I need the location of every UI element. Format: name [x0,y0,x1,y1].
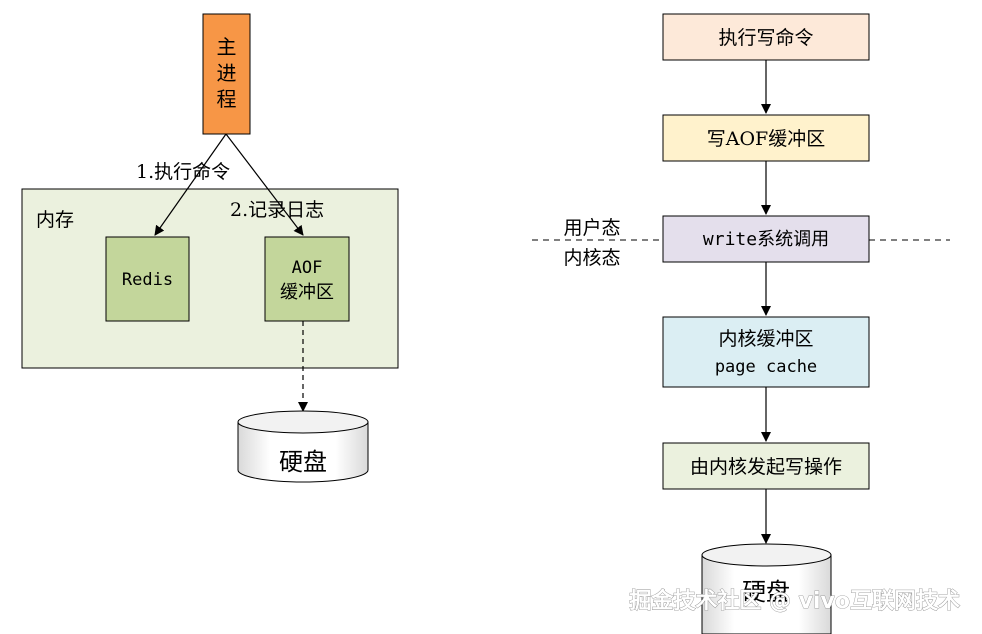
main-process-box [202,13,251,135]
aof-buffer-label-1: AOF [292,258,323,278]
kernel-buffer-label-1: 内核缓冲区 [718,328,813,350]
right-disk-label: 硬盘 [742,578,790,606]
write-aof-label: 写AOF缓冲区 [707,128,825,150]
aof-buffer-label-2: 缓冲区 [280,282,334,303]
arrow-record-log [225,133,304,236]
redis-box [105,236,190,322]
arrow-exec-command [154,133,227,236]
right-disk: 硬盘 [701,543,832,634]
watermark: 掘金技术社区 @ vivo互联网技术 [629,588,960,614]
left-disk-label: 硬盘 [279,448,327,476]
exec-write-label: 执行写命令 [718,27,813,49]
kernel-write-label: 由内核发起写操作 [690,456,842,478]
kernel-write-box [662,442,870,490]
step1-label: 1.执行命令 [136,161,230,183]
redis-label: Redis [122,270,173,290]
step2-label: 2.记录日志 [230,199,324,221]
aof-buffer-box [264,236,350,322]
left-disk: 硬盘 [237,410,369,483]
main-process-char-2: 进 [217,61,237,85]
user-mode-label: 用户态 [563,217,620,239]
exec-write-box [662,13,870,61]
main-process-char-1: 主 [217,35,237,59]
kernel-buffer-label-2: page cache [715,357,817,377]
write-aof-box [662,114,870,162]
write-syscall-label: write系统调用 [703,229,829,250]
main-process-char-3: 程 [217,87,237,111]
memory-label: 内存 [36,209,74,231]
write-syscall-box [662,215,870,263]
kernel-mode-label: 内核态 [563,247,620,269]
